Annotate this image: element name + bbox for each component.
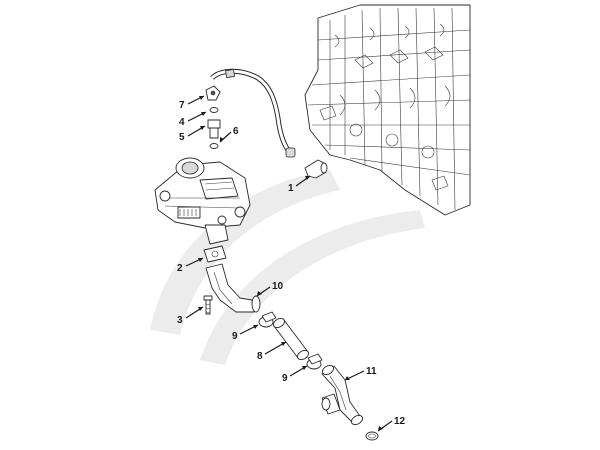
callout-11: 11 [366, 366, 377, 377]
hose-clamp-part-9-upper [258, 311, 277, 328]
callout-5: 5 [179, 132, 185, 143]
callout-10: 10 [272, 281, 284, 292]
callout-2: 2 [177, 263, 183, 274]
callout-4: 4 [179, 117, 185, 128]
callout-arrows [185, 95, 393, 432]
screw-part-3 [203, 295, 213, 315]
o-ring-part-4 [209, 107, 219, 113]
tube-clamp-part-10 [251, 295, 261, 313]
gasket-part-2 [203, 245, 227, 263]
clamp-part-7 [205, 85, 221, 101]
coolant-tube-part-11 [321, 364, 364, 426]
callout-3: 3 [177, 315, 183, 326]
fitting-part-5 [207, 119, 221, 139]
callout-labels: 7 4 5 6 1 2 10 3 9 8 9 11 12 [177, 100, 406, 427]
callout-9b: 9 [282, 373, 288, 384]
callout-7: 7 [179, 100, 185, 111]
elbow-connector-part-1 [304, 159, 328, 179]
callout-6: 6 [233, 126, 239, 137]
callout-12: 12 [394, 416, 406, 427]
hose-clamp-part-9-lower [306, 353, 323, 370]
callout-8: 8 [257, 351, 263, 362]
callout-9a: 9 [232, 331, 238, 342]
coolant-hose-upper [210, 68, 296, 158]
o-ring-part-12 [365, 431, 379, 441]
egr-valve-assembly [154, 157, 251, 245]
washer-part-6 [209, 143, 219, 149]
hose-part-8 [272, 317, 310, 361]
callout-1: 1 [288, 183, 294, 194]
engine-block [304, 4, 471, 216]
